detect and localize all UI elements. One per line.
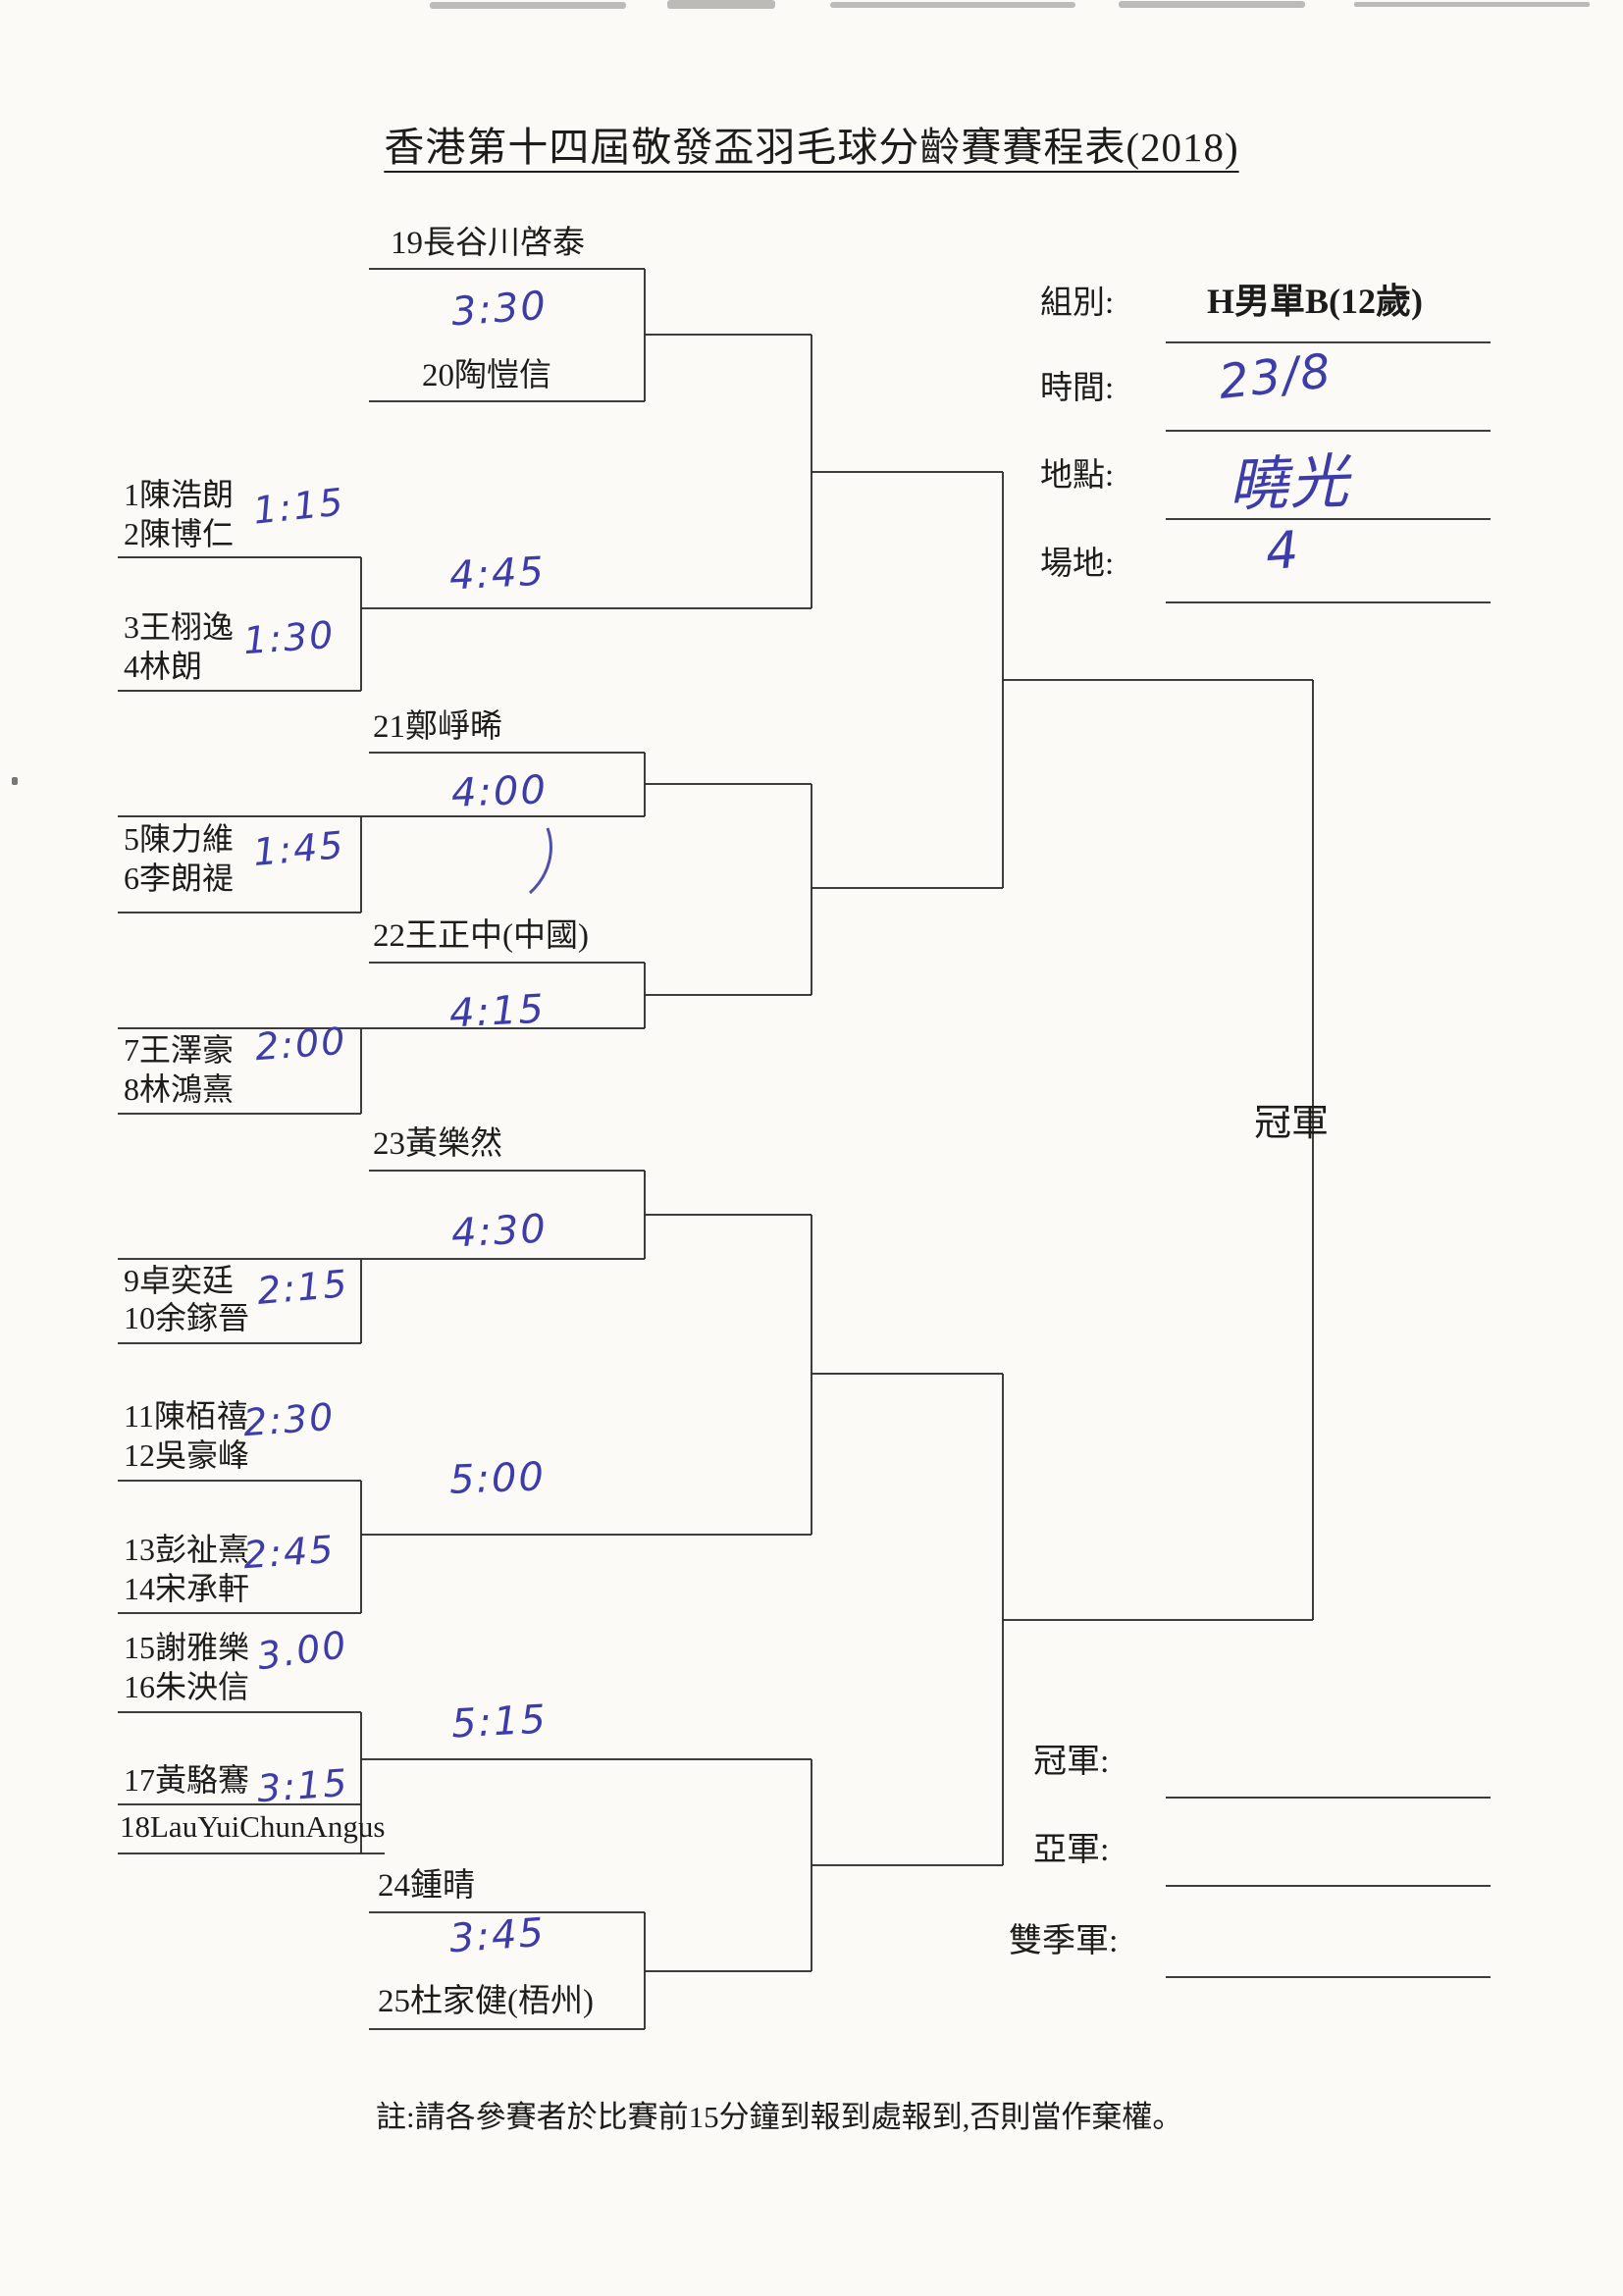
time-7v8: 2:00 — [253, 1018, 348, 1070]
time-label: 時間: — [1040, 371, 1115, 406]
time-21-match: 4:00 — [450, 767, 549, 816]
time-5v6: 1:45 — [251, 823, 347, 874]
player-15: 15謝雅樂 — [124, 1630, 250, 1665]
time-24v25: 3:45 — [447, 1909, 548, 1962]
place-label: 地點: — [1040, 458, 1115, 494]
result-runnerup-label: 亞軍: — [1033, 1832, 1110, 1868]
player-18: 18LauYuiChunAngus — [120, 1809, 386, 1844]
player-16: 16朱泱信 — [124, 1669, 250, 1704]
time-17v18: 3:15 — [255, 1760, 350, 1811]
time-w1112-w1314: 5:00 — [448, 1454, 547, 1503]
court-label: 場地: — [1040, 547, 1115, 582]
time-23-match: 4:30 — [449, 1206, 549, 1257]
seed-21: 21鄭崢晞 — [373, 709, 502, 745]
group-label: 組別: — [1040, 286, 1115, 321]
player-2: 2陳博仁 — [124, 516, 235, 551]
player-6: 6李朗禔 — [124, 861, 235, 896]
place-value-handwritten: 曉光 — [1228, 446, 1352, 521]
result-third-label: 雙季軍: — [1009, 1923, 1119, 1959]
time-9v10: 2:15 — [255, 1262, 351, 1313]
time-11v12: 2:30 — [241, 1394, 337, 1445]
note-text: 註:請各參賽者於比賽前15分鐘到報到處報到,否則當作棄權。 — [376, 2100, 1183, 2134]
time-22-match: 4:15 — [447, 986, 547, 1037]
group-value: H男單B(12歲) — [1207, 282, 1423, 321]
player-5: 5陳力維 — [124, 821, 235, 857]
player-4: 4林朗 — [124, 649, 203, 684]
player-14: 14宋承軒 — [124, 1571, 250, 1606]
champion-bracket-label: 冠軍 — [1254, 1103, 1330, 1144]
page-title: 香港第十四屆敬發盃羽毛球分齡賽賽程表(2018) — [384, 125, 1239, 170]
seed-25: 25杜家健(梧州) — [378, 1984, 594, 2019]
court-value-handwritten: 4 — [1263, 520, 1303, 583]
player-3: 3王栩逸 — [124, 609, 235, 645]
time-w1516-w1718: 5:15 — [449, 1696, 549, 1748]
seed-19: 19長谷川啓泰 — [391, 226, 585, 261]
player-11: 11陳栢禧 — [124, 1398, 248, 1434]
seed-22: 22王正中(中國) — [373, 918, 589, 954]
seed-23: 23黃樂然 — [373, 1126, 502, 1162]
player-7: 7王澤豪 — [124, 1032, 235, 1068]
player-17: 17黃駱鶱 — [124, 1762, 250, 1798]
result-champion-label: 冠軍: — [1033, 1744, 1110, 1780]
player-10: 10余鎵晉 — [124, 1300, 250, 1335]
time-19v20: 3:30 — [449, 283, 550, 336]
player-9: 9卓奕廷 — [124, 1263, 235, 1298]
seed-24: 24鍾晴 — [378, 1868, 475, 1904]
seed-20: 20陶愷信 — [422, 358, 551, 393]
player-8: 8林鴻熹 — [124, 1071, 235, 1107]
player-12: 12吳豪峰 — [124, 1437, 250, 1473]
time-13v14: 2:45 — [241, 1527, 337, 1578]
player-13: 13彭祉熹 — [124, 1532, 250, 1567]
time-w12-w34: 4:45 — [447, 548, 547, 600]
player-1: 1陳浩朗 — [124, 477, 235, 512]
time-3v4: 1:30 — [241, 612, 337, 663]
